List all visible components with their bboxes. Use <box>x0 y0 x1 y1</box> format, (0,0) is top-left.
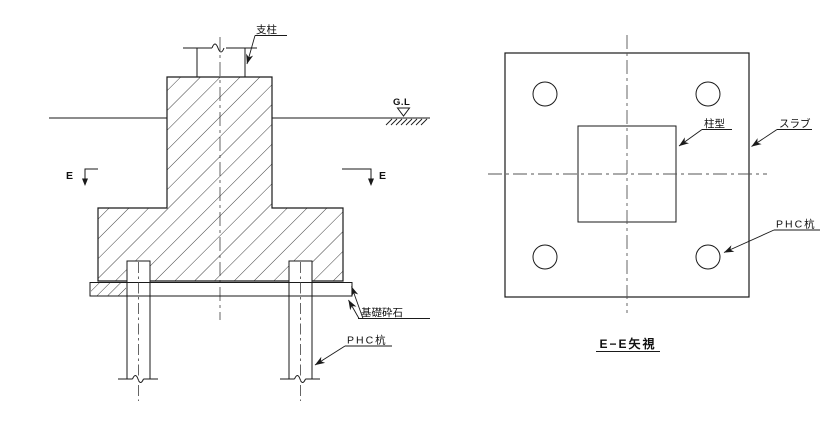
plan-view <box>488 35 820 352</box>
leader-slab <box>751 129 812 147</box>
pile-circle-bottom-left <box>532 244 558 270</box>
column-form-label: 柱型 <box>704 117 725 130</box>
ground-level-label: G.L <box>393 97 410 108</box>
gl-triangle-icon <box>396 107 411 117</box>
pile-circle-top-left <box>532 81 558 107</box>
slab-label: スラブ <box>779 117 811 130</box>
section-letter-right: E <box>379 170 386 182</box>
pile-circle-top-right <box>695 81 721 107</box>
section-letter-left: E <box>66 170 73 182</box>
post-label: 支柱 <box>256 23 277 36</box>
leader-column-form <box>678 129 732 147</box>
section-mark-left <box>82 168 98 186</box>
ground-line <box>49 107 430 126</box>
pile-break-left <box>118 375 158 383</box>
crushed-stone-label: 基礎砕石 <box>361 306 403 319</box>
leader-phc-pile-plan <box>723 229 820 253</box>
break-symbol <box>211 43 225 53</box>
arrow-down-icon <box>82 178 88 186</box>
phc-pile-label-plan: PHC杭 <box>776 218 817 231</box>
leader-crushed-stone <box>348 286 430 319</box>
pile-circle-bottom-right <box>695 244 721 270</box>
section-mark-right <box>342 168 374 186</box>
crushed-stone-hatch <box>91 282 126 296</box>
pile-break-right <box>280 375 320 383</box>
foundation-body <box>97 76 344 282</box>
leader-phc-pile-section <box>314 345 392 366</box>
break-symbol <box>132 375 144 383</box>
arrow-down-icon <box>368 178 374 186</box>
break-symbol <box>294 375 306 383</box>
section-view <box>49 35 430 401</box>
plan-view-title: E−E矢視 <box>599 336 656 351</box>
gl-hatch-ticks <box>385 118 428 126</box>
leader-post <box>246 35 287 65</box>
phc-pile-label-section: PHC杭 <box>347 334 388 347</box>
